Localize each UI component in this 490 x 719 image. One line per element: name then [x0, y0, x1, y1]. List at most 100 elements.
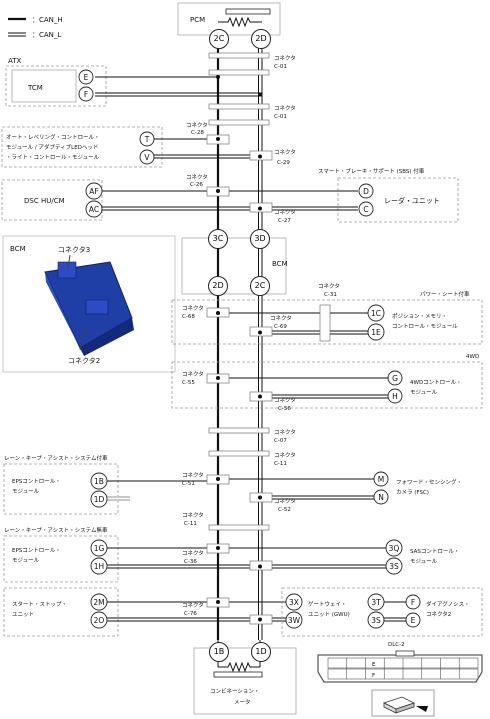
gwu-pin-3t: 3T [371, 598, 381, 607]
connector-c07-c11: コネクタ C-07 コネクタ C-11 [208, 427, 296, 467]
svg-text:フォワード・センシング・: フォワード・センシング・ [396, 478, 462, 486]
bcm-pin-3d: 3D [250, 229, 270, 249]
bcm-photo-panel: BCM コネクタ3 コネクタ2 [2, 235, 176, 373]
svg-text:コネクタ: コネクタ [182, 601, 204, 609]
svg-text:コネクタ: コネクタ [182, 304, 204, 312]
svg-text:コネクタ: コネクタ [186, 121, 208, 129]
svg-text:コネクタ: コネクタ [182, 511, 204, 519]
svg-text:EPSコントロール・: EPSコントロール・ [12, 478, 61, 485]
svg-text:C-55: C-55 [182, 380, 195, 386]
dsc-pin-ac: AC [89, 205, 99, 214]
svg-text:C-31: C-31 [324, 292, 337, 298]
dsc-radar-section: スマート・ブレーキ・サポート (SBS) 付車 DSC HU/CM レーダ・ユニ… [1, 167, 459, 224]
svg-text:C-56: C-56 [278, 406, 291, 412]
pcm-pin-2d: 2D [251, 29, 271, 49]
meter-pin-1d: 1D [251, 642, 271, 662]
sas-pin-3s: 3S [389, 562, 399, 571]
svg-text:コネクタ: コネクタ [182, 471, 204, 479]
svg-text:コネクタ: コネクタ [274, 54, 296, 62]
meter-pin-1b: 1B [209, 642, 229, 662]
power-seat-pin-1c: 1C [371, 309, 381, 318]
gwu-pin-3x: 3X [289, 598, 299, 607]
svg-text:コネクタ: コネクタ [274, 208, 296, 216]
bcm-photo-title: BCM [10, 245, 26, 253]
svg-text:4WDコントロール・: 4WDコントロール・ [410, 379, 462, 386]
svg-text:メータ: メータ [234, 698, 251, 706]
svg-text:C-68: C-68 [182, 314, 195, 320]
pcm-terminal-bar [225, 8, 271, 15]
radar-pin-d: D [363, 187, 369, 196]
power-seat-section: パワー・シート付車 コネクタ C-31 コネクタ C-68 コネクタ C-69 … [171, 282, 483, 345]
svg-text:コネクタ: コネクタ [274, 148, 296, 156]
svg-text:ユニット: ユニット [12, 611, 34, 618]
svg-text:コネクタ: コネクタ [274, 428, 296, 436]
svg-text:モジュール: モジュール [12, 557, 40, 564]
legend-can-h-text: ：CAN_H [32, 16, 63, 24]
tcm-pin-e: E [84, 73, 89, 82]
svg-text:C-07: C-07 [274, 438, 287, 444]
svg-text:ユニット (GWU): ユニット (GWU) [308, 611, 350, 618]
dsc-pin-af: AF [89, 187, 98, 196]
svg-text:ダイアグノシス・: ダイアグノシス・ [426, 600, 470, 608]
svg-text:コネクタ: コネクタ [274, 104, 296, 112]
lkas-without-pin-1g: 1G [94, 544, 105, 553]
svg-text:コネクタ: コネクタ [182, 549, 204, 557]
svg-text:コネクタ: コネクタ [318, 282, 340, 290]
svg-text:コネクタ: コネクタ [274, 451, 296, 459]
dlc2-cell-e: E [372, 662, 376, 668]
4wd-pin-h: H [392, 392, 398, 401]
4wd-section: 4WD コネクタ C-55 コネクタ C-56 G H 4WDコントロール・ モ… [171, 354, 483, 412]
svg-text:C-52: C-52 [278, 507, 291, 513]
fsc-pin-m: M [378, 475, 384, 484]
svg-text:カメラ (FSC): カメラ (FSC) [396, 489, 429, 496]
4wd-group-label: 4WD [466, 354, 479, 360]
tcm-title: TCM [27, 84, 43, 92]
svg-text:ポジション・メモリ・: ポジション・メモリ・ [392, 313, 447, 320]
svg-text:C-76: C-76 [184, 611, 197, 617]
svg-text:SASコントロール・: SASコントロール・ [410, 548, 459, 555]
power-seat-pin-1e: 1E [371, 328, 381, 337]
pcm-title: PCM [190, 16, 205, 24]
bcm-pin-3c: 3C [208, 229, 228, 249]
radar-pin-c: C [363, 205, 368, 214]
headlight-module: オート・レベリング・コントロール・ モジュール / アダプティブLEDヘッド ・… [1, 121, 296, 168]
svg-text:C-26: C-26 [190, 182, 203, 188]
svg-text:C-69: C-69 [274, 324, 287, 330]
svg-text:C-27: C-27 [278, 218, 291, 224]
bcm-pin-2c: 2C [250, 276, 270, 296]
headlight-pin-t: T [144, 135, 150, 144]
radar-title: レーダ・ユニット [384, 196, 440, 205]
bcm-photo-conn3: コネクタ3 [58, 245, 90, 254]
dlc2-diagram: DLC-2 E F [317, 642, 483, 717]
svg-text:C-36: C-36 [184, 559, 197, 565]
lkas-with-pin-1d: 1D [94, 495, 105, 504]
svg-text:モジュール: モジュール [410, 558, 438, 565]
lkas-without-pin-1h: 1H [94, 562, 104, 571]
start-stop-pin-2o: 2O [94, 616, 105, 625]
svg-text:・ライト・コントロール・モジュール: ・ライト・コントロール・モジュール [6, 154, 100, 161]
svg-text:コンビネーション・: コンビネーション・ [210, 687, 259, 695]
lkas-without-group-label: レーン・キープ・アシスト・システム無車 [4, 526, 108, 534]
lkas-without-section: レーン・キープ・アシスト・システム無車 EPSコントロール・ モジュール 1G … [3, 526, 459, 583]
svg-text:コネクタ: コネクタ [270, 314, 292, 322]
pcm-pin-2c: 2C [209, 29, 229, 49]
svg-text:コントロール・モジュール: コントロール・モジュール [392, 323, 458, 330]
legend: ：CAN_H ：CAN_L [8, 16, 63, 39]
dsc-title: DSC HU/CM [24, 197, 65, 205]
dlc-pin-f: F [411, 598, 415, 607]
4wd-pin-g: G [392, 374, 398, 383]
atx-group-label: ATX [8, 57, 22, 65]
svg-text:ゲートウェイ・: ゲートウェイ・ [308, 600, 347, 608]
lkas-with-section: レーン・キープ・アシスト・システム付車 EPSコントロール・ モジュール 1B … [3, 454, 462, 515]
start-stop-pin-2m: 2M [93, 598, 104, 607]
svg-text:C-51: C-51 [182, 481, 195, 487]
legend-can-l-text: ：CAN_L [32, 31, 61, 39]
lkas-with-group-label: レーン・キープ・アシスト・システム付車 [4, 454, 108, 462]
svg-text:コネクタ: コネクタ [186, 173, 208, 181]
bcm-pin-2d: 2D [208, 276, 228, 296]
svg-text:モジュール: モジュール [12, 488, 40, 495]
gwu-pin-3s: 3S [371, 616, 381, 625]
headlight-pin-v: V [144, 153, 150, 162]
